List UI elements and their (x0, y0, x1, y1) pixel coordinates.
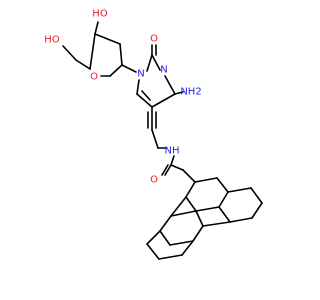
molecule-structure: HO HO O O N N NH2 NH O (44, 9, 263, 260)
amine-label: NH2 (180, 87, 201, 98)
amide-oxygen-label: O (150, 175, 158, 186)
amide-nh-label: NH (165, 146, 180, 157)
pyrene-system (146, 169, 263, 260)
primary-hydroxyl-label: HO (44, 35, 60, 46)
carbonyl-oxygen-label: O (150, 34, 158, 45)
sugar-ring (62, 21, 123, 77)
glycosidic-bond (121, 64, 137, 73)
amide-group (161, 155, 184, 176)
n3-label: N (160, 65, 167, 76)
ring-oxygen-label: O (90, 72, 98, 83)
amine-bond (174, 91, 184, 95)
n1-label: N (137, 69, 144, 80)
sugar-hydroxyl-label: HO (92, 9, 108, 20)
pyrimidine-ring (136, 44, 176, 108)
alkyne-chain (147, 106, 167, 149)
